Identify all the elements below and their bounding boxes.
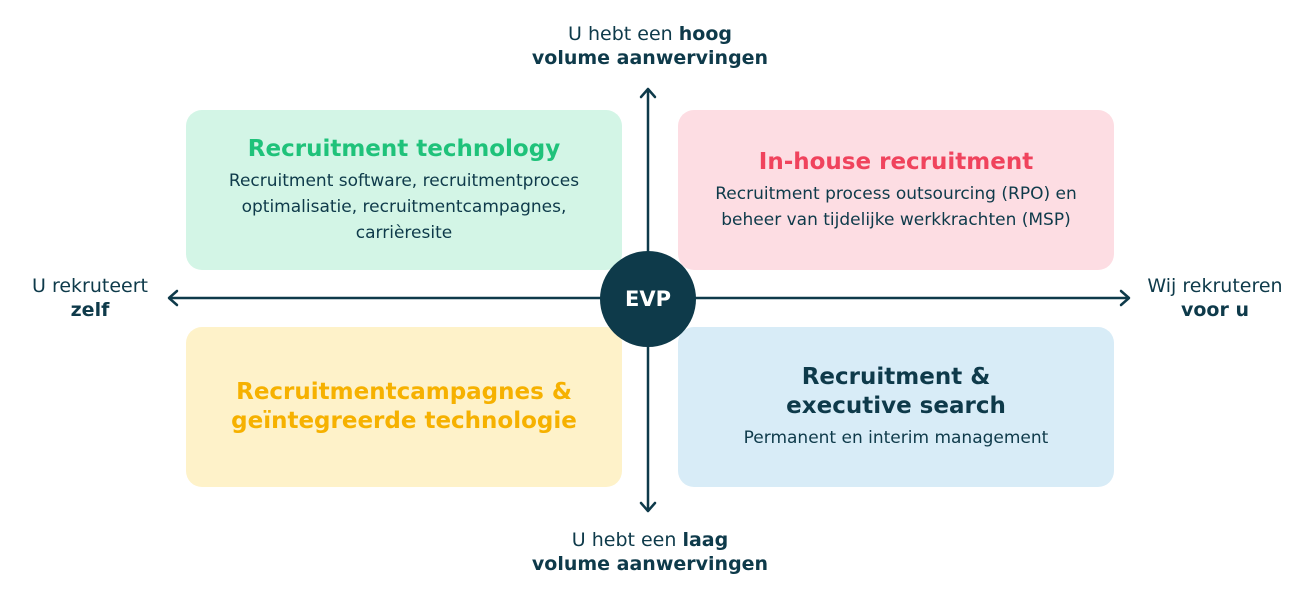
quadrant-in-house-recruitment: In-house recruitment Recruitment process… [678,110,1114,270]
axis-label-bottom-normal: U hebt een [571,529,683,551]
axis-label-left-line1: U rekruteert [32,275,148,297]
arrow-left-icon [167,289,179,307]
quadrant-title: In-house recruitment [758,148,1034,175]
quadrant-title: Recruitment technology [247,135,561,162]
quadrant-title-line1: Recruitmentcampagnes & [236,379,572,405]
axis-label-left-line2: zelf [70,299,110,321]
quadrant-description: Recruitment process outsourcing (RPO) en… [715,183,1077,230]
axis-label-right-line1: Wij rekruteren [1147,275,1283,297]
axis-label-bottom-bold: laag [682,529,729,551]
quadrant-description: Permanent en interim management [743,428,1049,448]
axis-label-right: Wij rekruteren voor u [1130,274,1300,322]
quadrant-title-line2: executive search [786,393,1006,419]
axis-label-top-bold: hoog [678,23,732,45]
axis-label-top: U hebt een hoog volume aanwervingen [450,22,850,70]
axis-label-left: U rekruteert zelf [0,274,180,322]
arrow-right-icon [1119,289,1131,307]
evp-center-badge: EVP [600,251,696,347]
quadrant-executive-search: Recruitment & executive search Permanent… [678,327,1114,487]
quadrant-title-line1: Recruitment & [801,364,991,390]
quadrant-title-line2: geïntegreerde technologie [231,408,577,434]
axis-label-right-line2: voor u [1180,299,1249,321]
axis-label-bottom-line2: volume aanwervingen [531,553,769,575]
quadrant-description: Recruitment software, recruitmentproces … [228,170,580,243]
quadrant-recruitment-technology: Recruitment technology Recruitment softw… [186,110,622,270]
arrow-up-icon [639,87,657,99]
arrow-down-icon [639,501,657,513]
quadrant-recruitmentcampagnes: Recruitmentcampagnes & geïntegreerde tec… [186,327,622,487]
axis-label-top-normal: U hebt een [568,23,679,45]
axis-label-top-line2: volume aanwervingen [531,47,769,69]
axis-label-bottom: U hebt een laag volume aanwervingen [450,528,850,576]
